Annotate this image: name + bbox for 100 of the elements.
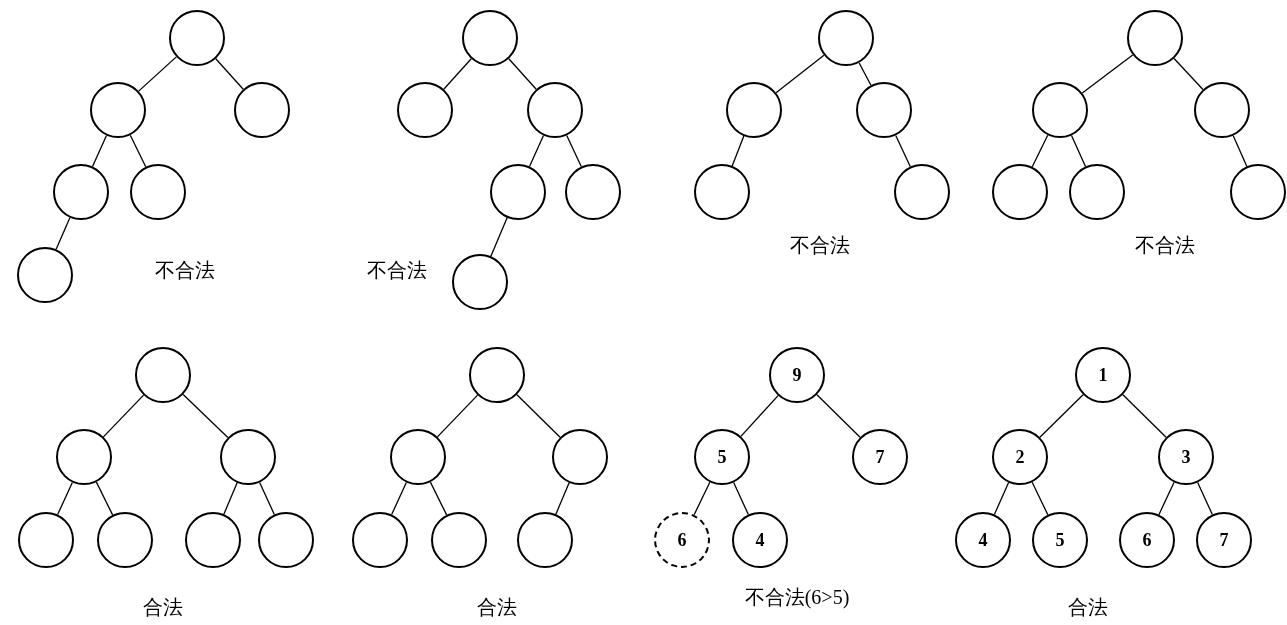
connector-line: [816, 394, 861, 438]
node-value: 7: [1219, 531, 1229, 549]
tree-node-circle: [17, 247, 73, 303]
connector-line: [740, 395, 779, 437]
tree-node-circle: [352, 512, 408, 568]
verdict-label: 不合法: [790, 232, 850, 258]
connector-line: [436, 394, 479, 438]
connector-line: [733, 481, 749, 516]
tree-node-circle: [726, 82, 782, 138]
tree-node-circle: [1196, 512, 1252, 568]
tree-node-circle: [130, 164, 186, 220]
tree-node-circle: [431, 512, 487, 568]
connector-line: [429, 481, 448, 516]
tree-node-circle: [452, 254, 508, 310]
verdict-label: 不合法: [367, 257, 427, 283]
tree-node-circle: [694, 429, 750, 485]
connector-line: [1158, 481, 1175, 516]
connector-line: [858, 62, 872, 86]
connector-line: [1039, 394, 1084, 438]
tree-node-circle: [517, 512, 573, 568]
tree-node-circle: [1032, 512, 1088, 568]
tree-node-circle: [490, 164, 546, 220]
connector-line: [1070, 134, 1087, 168]
tree-node-circle: [1158, 429, 1214, 485]
node-value: 5: [717, 448, 727, 466]
connector-line: [55, 217, 71, 250]
verdict-label: 不合法: [155, 257, 215, 283]
node-value: 9: [792, 366, 802, 384]
tree-node-circle: [992, 429, 1048, 485]
tree-node-circle: [1194, 82, 1250, 138]
tree-node-circle: [1032, 82, 1088, 138]
node-value: 5: [1055, 531, 1065, 549]
connector-line: [566, 134, 582, 168]
connector-line: [895, 134, 911, 168]
connector-line: [182, 393, 229, 439]
tree-node-circle: [135, 347, 191, 403]
tree-node-circle: [56, 429, 112, 485]
connector-line: [91, 134, 108, 168]
tree-node-circle: [818, 10, 874, 66]
tree-node-circle: [53, 164, 109, 220]
tree-node-circle: [527, 82, 583, 138]
verdict-label: 合法: [1068, 594, 1108, 620]
tree-node-circle: [894, 164, 950, 220]
verdict-label: 不合法: [1135, 232, 1195, 258]
connector-line: [775, 54, 825, 94]
connector-line: [1122, 394, 1167, 438]
verdict-label: 合法: [477, 594, 517, 620]
node-value: 4: [978, 531, 988, 549]
tree-node-circle: [397, 82, 453, 138]
connector-line: [731, 135, 745, 167]
tree-node-circle: [992, 164, 1048, 220]
tree-node-circle: [565, 164, 621, 220]
tree-node-circle: [462, 10, 518, 66]
connector-line: [555, 482, 570, 515]
connector-line: [102, 394, 145, 438]
connector-line: [1081, 54, 1134, 94]
tree-node-circle: [258, 512, 314, 568]
connector-line: [138, 56, 177, 92]
tree-node-circle: [955, 512, 1011, 568]
tree-node-circle: [169, 10, 225, 66]
tree-node-circle: [852, 429, 908, 485]
connector-line: [508, 58, 537, 90]
connector-line: [693, 481, 711, 516]
tree-node-circle: [1119, 512, 1175, 568]
connector-line: [223, 482, 238, 515]
connector-line: [1031, 481, 1049, 516]
connector-line: [1031, 134, 1049, 168]
node-value: 6: [677, 531, 687, 549]
connector-line: [443, 58, 472, 90]
tree-node-circle: [1230, 164, 1286, 220]
tree-node-circle: [18, 512, 74, 568]
connector-line: [1197, 481, 1213, 516]
connector-line: [528, 134, 545, 168]
tree-node-circle: [234, 82, 290, 138]
connector-line: [129, 134, 147, 168]
connector-line: [490, 217, 508, 257]
node-value: 2: [1015, 448, 1025, 466]
tree-node-circle: [552, 429, 608, 485]
tree-node-circle: [220, 429, 276, 485]
tree-node-circle: [694, 164, 750, 220]
connector-line: [1173, 57, 1204, 91]
tree-node-circle: [390, 429, 446, 485]
tree-node-circle: [1075, 347, 1131, 403]
connector-line: [215, 58, 244, 90]
tree-node-circle: [1069, 164, 1125, 220]
node-value: 4: [755, 531, 765, 549]
connector-line: [391, 481, 407, 516]
verdict-label: 合法: [143, 594, 183, 620]
tree-node-circle: [185, 512, 241, 568]
tree-node-circle: [732, 512, 788, 568]
connector-line: [259, 481, 275, 516]
tree-node-circle: [856, 82, 912, 138]
tree-node-circle: [1127, 10, 1183, 66]
tree-node-circle: [97, 512, 153, 568]
connector-line: [95, 481, 114, 516]
tree-node-circle: [469, 347, 525, 403]
verdict-label: 不合法(6>5): [744, 584, 850, 611]
connector-line: [993, 481, 1010, 516]
node-value: 6: [1142, 531, 1152, 549]
node-value: 3: [1181, 448, 1191, 466]
